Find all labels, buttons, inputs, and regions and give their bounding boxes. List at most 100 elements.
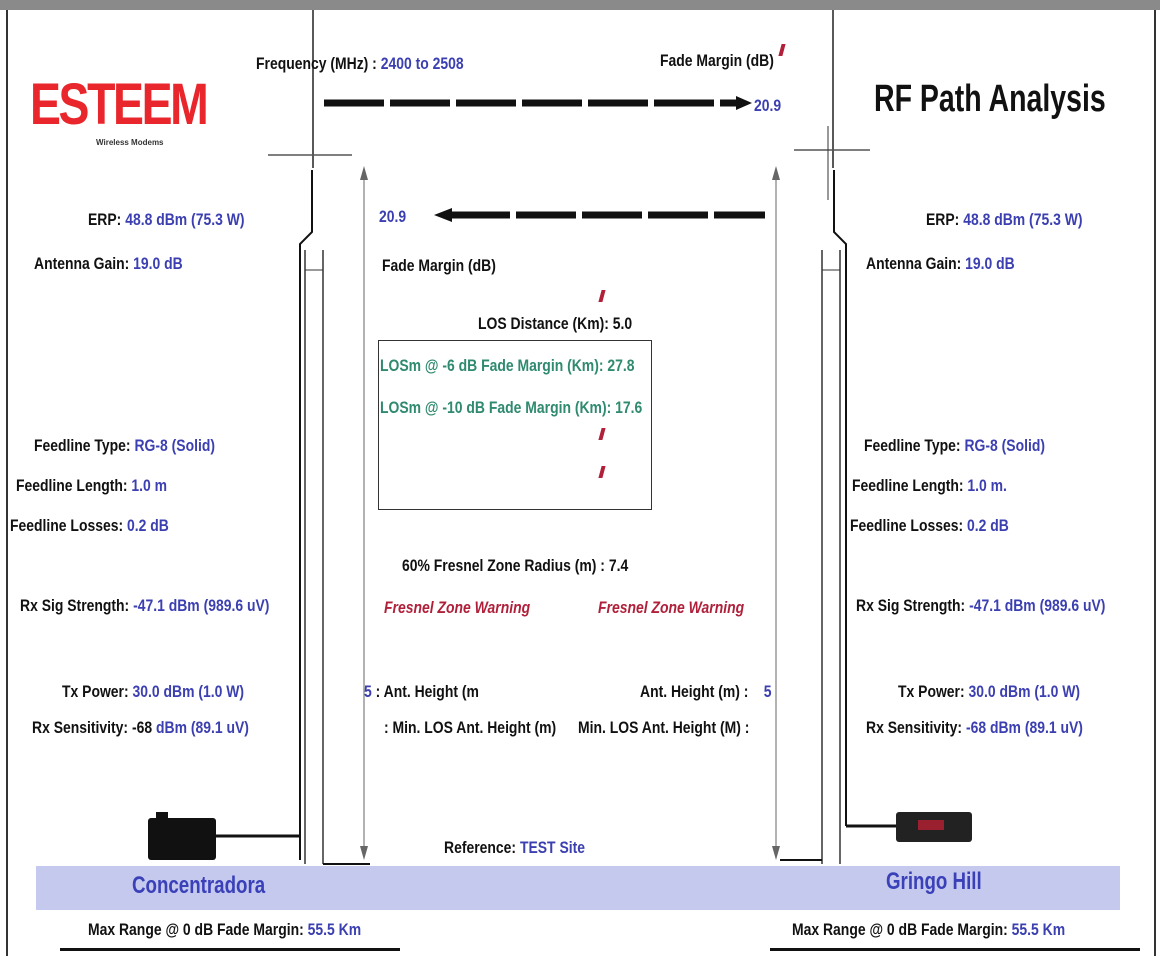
right-min-los-height: Min. LOS Ant. Height (M) :: [578, 718, 749, 738]
right-max-range: Max Range @ 0 dB Fade Margin: 55.5 Km: [792, 920, 1065, 940]
left-rx-sig-value: -47.1 dBm (989.6 uV): [133, 596, 269, 615]
left-site-name: Concentradora: [132, 872, 265, 900]
right-tx-power: Tx Power: 30.0 dBm (1.0 W): [898, 682, 1080, 702]
los-6db: LOSm @ -6 dB Fade Margin (Km): 27.8: [380, 356, 634, 376]
fresnel-radius-value: 7.4: [609, 556, 628, 575]
reference-value: TEST Site: [520, 838, 585, 857]
left-max-range-label: Max Range @ 0 dB Fade Margin:: [88, 920, 304, 939]
left-feed-loss-value: 0.2 dB: [127, 516, 169, 535]
right-feed-length-value: 1.0 m.: [967, 476, 1007, 495]
right-feed-type-label: Feedline Type:: [864, 436, 961, 455]
right-feed-type: Feedline Type: RG-8 (Solid): [864, 436, 1045, 456]
right-tx-value: 30.0 dBm (1.0 W): [969, 682, 1081, 701]
left-ant-height-value: 5: [364, 682, 372, 701]
right-feed-loss-label: Feedline Losses:: [850, 516, 963, 535]
left-erp-value: 48.8 dBm (75.3 W): [125, 210, 244, 229]
right-feed-length-label: Feedline Length:: [852, 476, 964, 495]
right-ant-height-label: Ant. Height (m) :: [640, 682, 748, 701]
esteem-logo: ESTEEM Wireless Modems: [30, 76, 200, 162]
reference: Reference: TEST Site: [444, 838, 585, 858]
left-rx-sens-label: Rx Sensitivity:: [32, 718, 128, 737]
right-gain: Antenna Gain: 19.0 dB: [866, 254, 1015, 274]
reference-label: Reference:: [444, 838, 516, 857]
right-feed-length: Feedline Length: 1.0 m.: [852, 476, 1007, 496]
right-rx-sensitivity: Rx Sensitivity: -68 dBm (89.1 uV): [866, 718, 1083, 738]
los-distance-value: 5.0: [613, 314, 632, 333]
left-rx-sens-prefix: -68: [132, 718, 152, 737]
left-feed-length: Feedline Length: 1.0 m: [16, 476, 167, 496]
fresnel-warning-right: Fresnel Zone Warning: [598, 598, 744, 618]
page-title: RF Path Analysis: [874, 78, 1106, 121]
los-distance: LOS Distance (Km): 5.0: [478, 314, 632, 334]
right-gain-value: 19.0 dB: [965, 254, 1015, 273]
right-gain-label: Antenna Gain:: [866, 254, 961, 273]
bottom-divider-right: [770, 948, 1140, 951]
right-ant-height: Ant. Height (m) : 5: [640, 682, 772, 702]
left-rx-sig-label: Rx Sig Strength:: [20, 596, 129, 615]
left-erp: ERP: 48.8 dBm (75.3 W): [88, 210, 245, 230]
reverse-arrow-head: [434, 208, 452, 222]
fresnel-radius-label: 60% Fresnel Zone Radius (m) :: [402, 556, 605, 575]
los-distance-label: LOS Distance (Km):: [478, 314, 609, 333]
fresnel-radius: 60% Fresnel Zone Radius (m) : 7.4: [402, 556, 628, 576]
right-rx-sig-value: -47.1 dBm (989.6 uV): [969, 596, 1105, 615]
left-erp-label: ERP:: [88, 210, 121, 229]
fresnel-warning-left: Fresnel Zone Warning: [384, 598, 530, 618]
left-rx-sens-value: dBm (89.1 uV): [156, 718, 249, 737]
left-feed-loss-label: Feedline Losses:: [10, 516, 123, 535]
left-max-range: Max Range @ 0 dB Fade Margin: 55.5 Km: [88, 920, 361, 940]
left-tx-value: 30.0 dBm (1.0 W): [133, 682, 245, 701]
left-feed-length-value: 1.0 m: [131, 476, 167, 495]
left-tx-power: Tx Power: 30.0 dBm (1.0 W): [62, 682, 244, 702]
los-10db-value: 17.6: [615, 398, 642, 417]
left-ant-height-label: : Ant. Height (m: [376, 682, 479, 701]
right-erp-label: ERP:: [926, 210, 959, 229]
right-tx-label: Tx Power:: [898, 682, 965, 701]
right-max-range-label: Max Range @ 0 dB Fade Margin:: [792, 920, 1008, 939]
left-feed-length-label: Feedline Length:: [16, 476, 128, 495]
left-tx-label: Tx Power:: [62, 682, 129, 701]
right-max-range-value: 55.5 Km: [1012, 920, 1065, 939]
right-feed-loss: Feedline Losses: 0.2 dB: [850, 516, 1009, 536]
frequency-row: Frequency (MHz) : 2400 to 2508: [256, 54, 464, 74]
bottom-divider-left: [60, 948, 400, 951]
right-rx-sig-label: Rx Sig Strength:: [856, 596, 965, 615]
fade-margin-bottom-value: 20.9: [379, 207, 406, 227]
left-radio-icon: [148, 818, 216, 860]
left-feed-type-label: Feedline Type:: [34, 436, 131, 455]
right-rx-sens-label: Rx Sensitivity:: [866, 718, 962, 737]
los-10db-label: LOSm @ -10 dB Fade Margin (Km):: [380, 398, 611, 417]
fade-margin-bottom-label: Fade Margin (dB): [382, 256, 496, 276]
right-rx-sig: Rx Sig Strength: -47.1 dBm (989.6 uV): [856, 596, 1105, 616]
right-erp: ERP: 48.8 dBm (75.3 W): [926, 210, 1083, 230]
logo-tagline: Wireless Modems: [96, 138, 200, 147]
fade-margin-top-value: 20.9: [754, 96, 781, 116]
fade-margin-top-label: Fade Margin (dB): [660, 51, 774, 71]
right-rx-sens-value: -68 dBm (89.1 uV): [966, 718, 1083, 737]
left-feed-type: Feedline Type: RG-8 (Solid): [34, 436, 215, 456]
left-max-range-value: 55.5 Km: [308, 920, 361, 939]
right-site-name: Gringo Hill: [886, 868, 982, 896]
left-min-los-height: : Min. LOS Ant. Height (m): [384, 718, 556, 738]
left-feed-loss: Feedline Losses: 0.2 dB: [10, 516, 169, 536]
frequency-value: 2400 to 2508: [381, 54, 464, 73]
forward-arrow-head: [736, 96, 752, 110]
los-10db: LOSm @ -10 dB Fade Margin (Km): 17.6: [380, 398, 642, 418]
right-feed-type-value: RG-8 (Solid): [964, 436, 1045, 455]
left-rx-sig: Rx Sig Strength: -47.1 dBm (989.6 uV): [20, 596, 269, 616]
left-rx-sensitivity: Rx Sensitivity: -68 dBm (89.1 uV): [32, 718, 249, 738]
frequency-label: Frequency (MHz) :: [256, 54, 377, 73]
left-gain-value: 19.0 dB: [133, 254, 183, 273]
los-6db-value: 27.8: [607, 356, 634, 375]
left-tower-icon: [305, 250, 323, 864]
left-gain-label: Antenna Gain:: [34, 254, 129, 273]
left-gain: Antenna Gain: 19.0 dB: [34, 254, 183, 274]
left-feed-type-value: RG-8 (Solid): [134, 436, 215, 455]
los-6db-label: LOSm @ -6 dB Fade Margin (Km):: [380, 356, 603, 375]
right-erp-value: 48.8 dBm (75.3 W): [963, 210, 1082, 229]
left-ant-height: 5 : Ant. Height (m: [364, 682, 479, 702]
right-tower-icon: [822, 250, 840, 864]
right-ant-height-value: 5: [764, 682, 772, 701]
right-feed-loss-value: 0.2 dB: [967, 516, 1009, 535]
logo-text: ESTEEM: [30, 76, 166, 134]
